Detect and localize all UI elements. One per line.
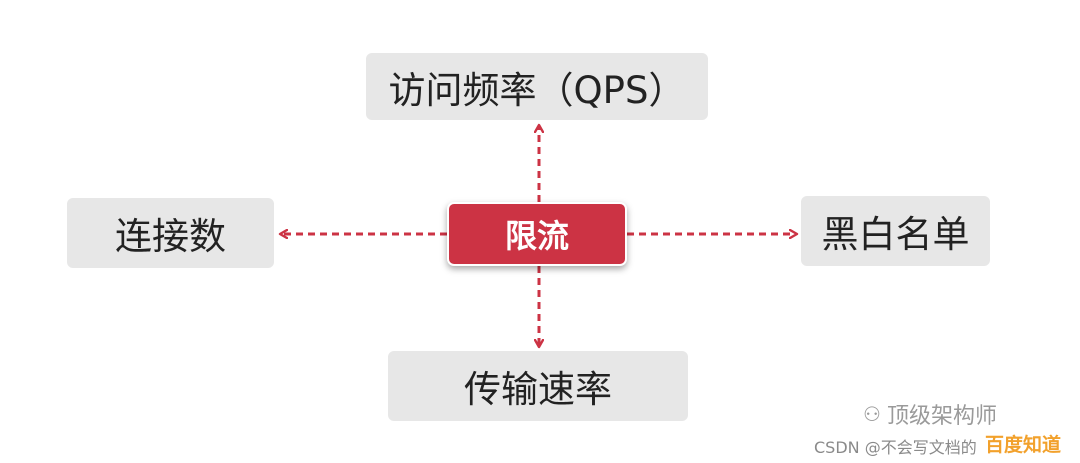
node-qps-label: 访问频率（QPS） xyxy=(388,68,686,112)
center-node-label: 限流 xyxy=(504,217,569,255)
node-qps: 访问频率（QPS） xyxy=(366,53,708,120)
watermark-csdn: CSDN @不会写文档的 xyxy=(814,438,977,457)
node-transfer-rate: 传输速率 xyxy=(388,351,688,421)
center-node-rate-limiting: 限流 xyxy=(447,202,627,266)
node-connections-label: 连接数 xyxy=(115,215,226,258)
watermark-baidu: 百度知道 xyxy=(985,434,1062,456)
node-blacklist-whitelist: 黑白名单 xyxy=(801,196,990,266)
watermark-brand: ⚇ 顶级架构师 xyxy=(863,398,997,430)
node-transfer-rate-label: 传输速率 xyxy=(464,368,612,411)
node-blacklist-whitelist-label: 黑白名单 xyxy=(821,213,970,256)
node-connections: 连接数 xyxy=(67,198,274,268)
watermark-brand-text: 顶级架构师 xyxy=(886,404,997,429)
wechat-icon: ⚇ xyxy=(863,402,881,426)
